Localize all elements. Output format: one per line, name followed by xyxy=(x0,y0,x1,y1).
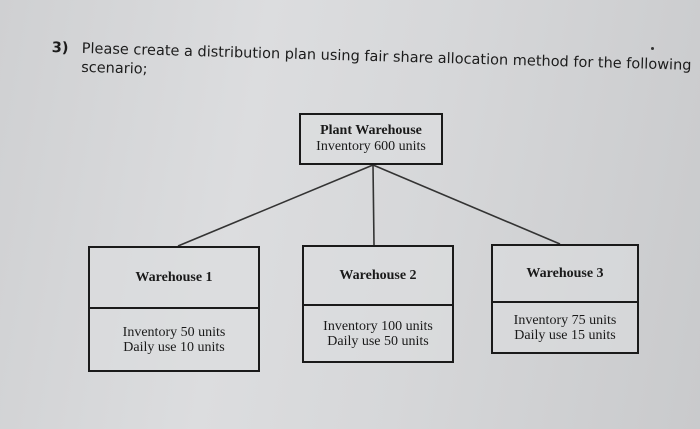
speck xyxy=(651,47,654,50)
warehouse-2-details: Inventory 100 units Daily use 50 units xyxy=(304,306,452,361)
connector-warehouse-2 xyxy=(372,164,375,246)
warehouse-3-inventory: Inventory 75 units xyxy=(513,312,617,328)
plant-warehouse-box: Plant Warehouse Inventory 600 units xyxy=(299,113,443,165)
warehouse-2-name: Warehouse 2 xyxy=(304,247,452,306)
warehouse-1-box: Warehouse 1 Inventory 50 units Daily use… xyxy=(88,246,260,372)
warehouse-3-daily-use: Daily use 15 units xyxy=(514,327,616,343)
warehouse-2-box: Warehouse 2 Inventory 100 units Daily us… xyxy=(302,245,454,363)
warehouse-3-box: Warehouse 3 Inventory 75 units Daily use… xyxy=(491,244,639,354)
plant-warehouse-name: Plant Warehouse xyxy=(320,123,422,138)
connector-warehouse-1 xyxy=(177,164,374,247)
warehouse-3-details: Inventory 75 units Daily use 15 units xyxy=(493,303,637,352)
warehouse-2-inventory: Inventory 100 units xyxy=(323,318,433,334)
connector-warehouse-3 xyxy=(372,164,561,245)
plant-warehouse-inventory: Inventory 600 units xyxy=(316,139,426,154)
warehouse-1-inventory: Inventory 50 units xyxy=(122,324,226,340)
warehouse-2-daily-use: Daily use 50 units xyxy=(327,333,429,349)
warehouse-3-name: Warehouse 3 xyxy=(493,246,637,303)
warehouse-1-details: Inventory 50 units Daily use 10 units xyxy=(90,309,258,370)
warehouse-1-daily-use: Daily use 10 units xyxy=(123,339,225,355)
warehouse-1-name: Warehouse 1 xyxy=(90,248,258,309)
